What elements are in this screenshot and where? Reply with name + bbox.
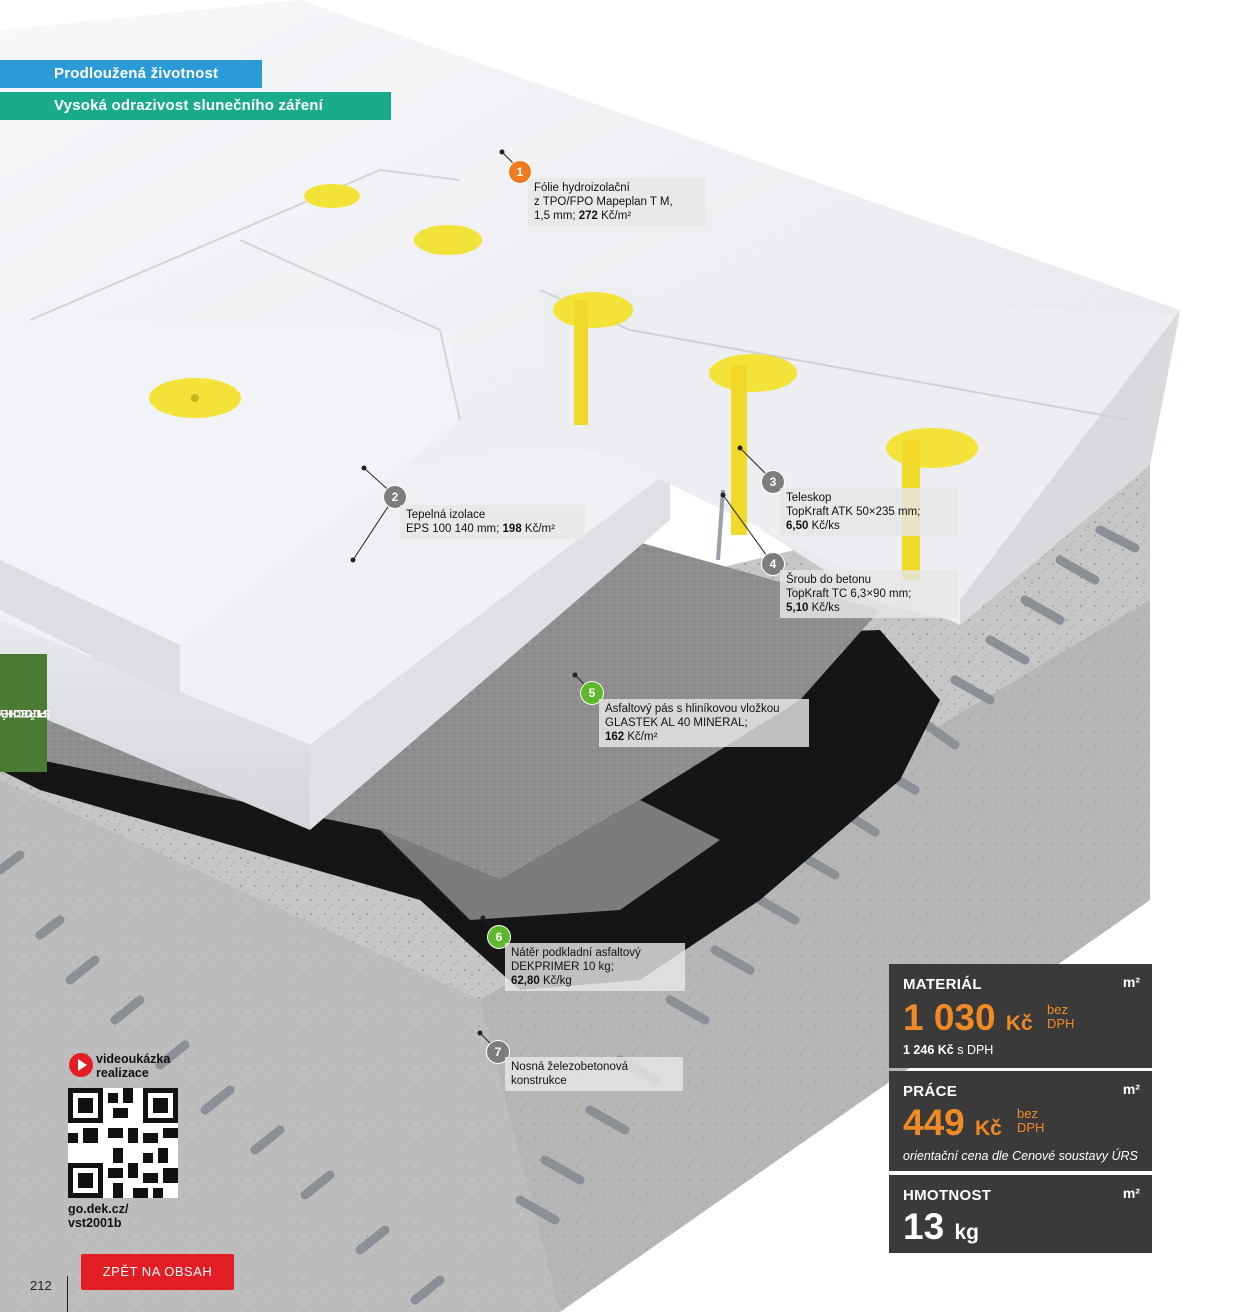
material-price-with-vat: 1 246 Kč s DPH <box>903 1043 994 1057</box>
page-number: 212 <box>30 1278 52 1293</box>
work-unit: m² <box>1122 1081 1140 1097</box>
back-to-contents-button[interactable]: ZPĚT NA OBSAH <box>81 1254 234 1290</box>
weight-unit: m² <box>1122 1185 1140 1201</box>
qr-code-icon[interactable] <box>68 1088 178 1198</box>
work-price: 449 Kč <box>903 1102 1002 1143</box>
layer-callout-3: Teleskop TopKraft ATK 50×235 mm; 6,50 Kč… <box>780 488 958 536</box>
layer-callout-1: Fólie hydroizolační z TPO/FPO Mapeplan T… <box>528 178 706 226</box>
material-unit: m² <box>1122 974 1140 990</box>
banner-long-lifetime: Prodloužená životnost <box>0 60 262 88</box>
layer-callout-2: Tepelná izolace EPS 100 140 mm; 198 Kč/m… <box>400 505 585 539</box>
layer-badge-3: 3 <box>761 470 785 494</box>
material-title: MATERIÁL <box>903 976 982 993</box>
leader-lines <box>350 149 773 1051</box>
layer-callout-6: Nátěr podkladní asfaltový DEKPRIMER 10 k… <box>505 943 685 991</box>
weight-panel: HMOTNOST m² 13 kg <box>889 1175 1152 1253</box>
layer-callout-7: Nosná železobetonová konstrukce <box>505 1057 683 1091</box>
video-link[interactable]: go.dek.cz/vst2001b <box>68 1202 129 1230</box>
play-icon[interactable] <box>68 1052 94 1078</box>
work-title: PRÁCE <box>903 1083 958 1100</box>
layer-callout-5: Asfaltový pás s hliníkovou vložkou GLAST… <box>599 699 809 747</box>
weight-value: 13 kg <box>903 1206 979 1247</box>
banner-high-reflectivity: Vysoká odrazivost slunečního záření <box>0 92 391 120</box>
page-rule-divider <box>67 1276 68 1312</box>
work-price-note: orientační cena dle Cenové soustavy ÚRS <box>903 1149 1138 1163</box>
layer-callout-4: Šroub do betonu TopKraft TC 6,3×90 mm; 5… <box>780 570 958 618</box>
weight-title: HMOTNOST <box>903 1187 992 1204</box>
material-price: 1 030 Kč <box>903 997 1033 1038</box>
layer-badge-6: 6 <box>487 925 511 949</box>
